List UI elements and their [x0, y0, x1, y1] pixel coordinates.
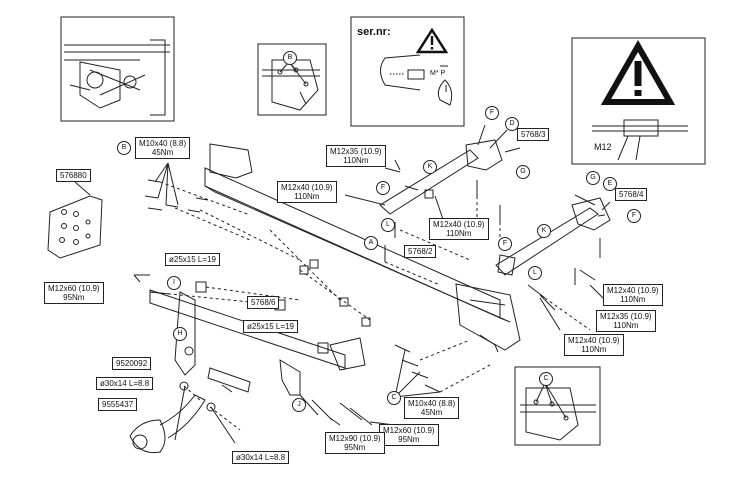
bolt-spec-m12x40-right: M12x40 (10.9)110Nm: [603, 284, 663, 306]
spacer-label-4: ø30x14 L=8.8: [232, 451, 290, 464]
callout-i: I: [167, 276, 181, 290]
bolt-glyphs: [134, 167, 601, 426]
callout-f-right: F: [627, 209, 641, 223]
callout-f-mid: F: [498, 237, 512, 251]
detail-view-top-left-sketch: [64, 39, 170, 116]
detail-view-box-c: [514, 366, 601, 446]
bolt-spec-m12x40-left: M12x40 (10.9)110Nm: [277, 181, 337, 203]
side-bracket-right-sketch: [379, 139, 611, 276]
callout-b-detail: B: [283, 51, 297, 65]
serial-number-label: ser.nr:: [357, 26, 391, 38]
callout-c-detail: C: [539, 372, 553, 386]
warning-triangle-small: [415, 27, 449, 54]
detail-view-c-sketch: [520, 382, 596, 441]
callout-l-right: L: [528, 266, 542, 280]
thread-size-label: M12: [594, 142, 612, 152]
detail-view-box-top-left: [60, 16, 175, 122]
callout-e: E: [603, 177, 617, 191]
part-number-5768-3: 5768/3: [517, 128, 550, 141]
detail-view-b-sketch: [262, 59, 320, 111]
spacer-label-2: ø25x15 L=19: [243, 320, 298, 333]
part-number-9520092: 9520092: [112, 357, 152, 370]
callout-b: B: [117, 141, 131, 155]
part-number-5768-4: 5768/4: [615, 188, 648, 201]
callout-f-left: F: [376, 181, 390, 195]
part-number-5768-2: 5768/2: [404, 245, 437, 258]
nut-glyphs: [179, 189, 434, 412]
callout-g-right: G: [586, 171, 600, 185]
callout-k-right: K: [537, 224, 551, 238]
m12-warning-box: [571, 37, 706, 165]
bolt-spec-m12x40-low: M12x40 (10.9)110Nm: [564, 334, 624, 356]
serial-plate-sketch: [380, 54, 453, 106]
callout-l-left: L: [381, 218, 395, 232]
bolt-spec-m12x35-mid: M12x35 (10.9)110Nm: [326, 145, 386, 167]
serial-plate-text: M* P: [430, 70, 446, 77]
bolt-spec-m12x40-mid: M12x40 (10.9)110Nm: [429, 218, 489, 240]
bolt-spec-m10x40-bottom: M10x40 (8.8)45Nm: [404, 397, 460, 419]
detail-view-box-b: [257, 43, 327, 116]
callout-a: A: [364, 236, 378, 250]
callout-f-top: F: [485, 106, 499, 120]
bolt-spec-m12x60-left: M12x60 (10.9)95Nm: [44, 282, 104, 304]
bolt-spec-m10x40-top: M10x40 (8.8)45Nm: [135, 137, 191, 159]
part-number-576880: 576880: [56, 169, 91, 182]
electrical-plate-sketch: [47, 195, 103, 259]
callout-h: H: [173, 327, 187, 341]
callout-d: D: [505, 117, 519, 131]
warning-triangle-large: [600, 39, 676, 105]
callout-g-top: G: [516, 165, 530, 179]
callout-c: C: [387, 391, 401, 405]
tap-wrench-sketch: [592, 119, 688, 161]
assembly-guide-lines: [149, 181, 591, 431]
spacer-label-3: ø30x14 L=8.8: [96, 377, 154, 390]
main-crossbar-sketch: [204, 143, 521, 353]
spacer-label-1: ø25x15 L=19: [165, 253, 220, 266]
part-number-9555437: 9555437: [98, 398, 138, 411]
lower-bracket-assembly-sketch: [149, 289, 366, 396]
serial-warning-box: [350, 16, 465, 127]
bolt-spec-m12x60-bottom: M12x60 (10.9)95Nm: [379, 424, 439, 446]
callout-k-top: K: [423, 160, 437, 174]
callout-j: J: [292, 398, 306, 412]
bolt-spec-m12x90-bottom: M12x90 (10.9)95Nm: [325, 432, 385, 454]
part-number-5768-6: 5768/6: [247, 296, 280, 309]
ball-neck-sketch: [129, 394, 206, 454]
bolt-spec-m12x35-right: M12x35 (10.9)110Nm: [596, 310, 656, 332]
